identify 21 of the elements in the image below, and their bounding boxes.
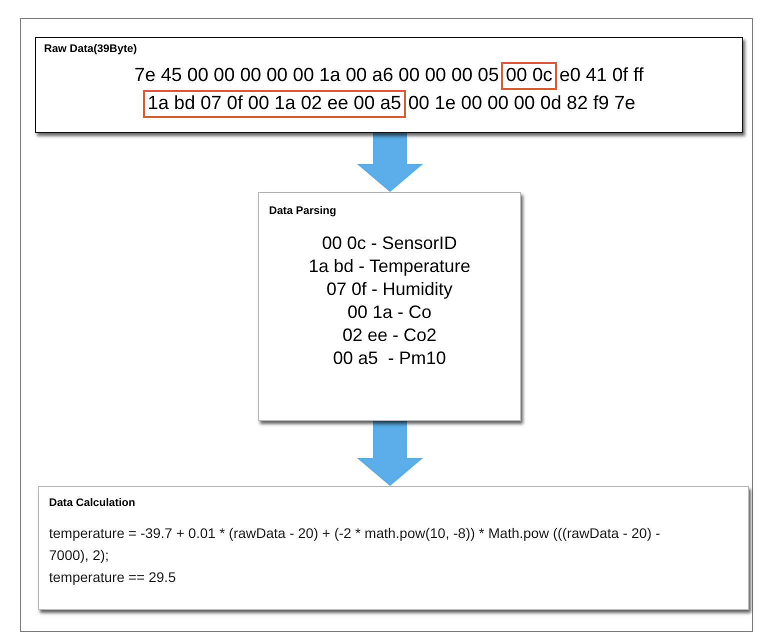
calculation-box	[38, 486, 749, 610]
block-arrow	[357, 421, 423, 486]
field-mapping: 1a bd - Temperature	[308, 254, 472, 278]
block-arrow	[357, 133, 423, 192]
highlight-box: 1a bd 07 0f 00 1a 02 ee 00 a5	[142, 90, 406, 118]
field-mapping: 00 1a - Co	[346, 300, 433, 324]
field-mapping: 02 ee - Co2	[341, 324, 438, 346]
field-mapping: 00 a5 - Pm10	[332, 346, 448, 370]
parsing-box	[258, 192, 521, 421]
formula-text: temperature == 29.5	[49, 568, 177, 587]
box-heading: Raw Data(39Byte)	[44, 42, 138, 57]
formula-text: temperature = -39.7 + 0.01 * (rawData - 20) + (-2 * math.pow(10, -8)) * Math.pow (((rawData - 20) - 7000), 2);	[49, 524, 662, 565]
box-heading: Data Parsing	[269, 204, 338, 219]
field-mapping: 00 0c - SensorID	[320, 232, 458, 254]
field-mapping: 07 0f - Humidity	[325, 278, 454, 300]
highlight-box: 00 0c	[500, 62, 558, 90]
hex-bytes: e0 41 0f ff	[559, 64, 644, 86]
hex-bytes: 00 1e 00 00 00 0d 82 f9 7e	[408, 92, 636, 114]
raw-data-box	[35, 37, 743, 133]
box-heading: Data Calculation	[49, 496, 136, 511]
hex-bytes: 7e 45 00 00 00 00 00 1a 00 a6 00 00 00 05	[134, 64, 499, 86]
